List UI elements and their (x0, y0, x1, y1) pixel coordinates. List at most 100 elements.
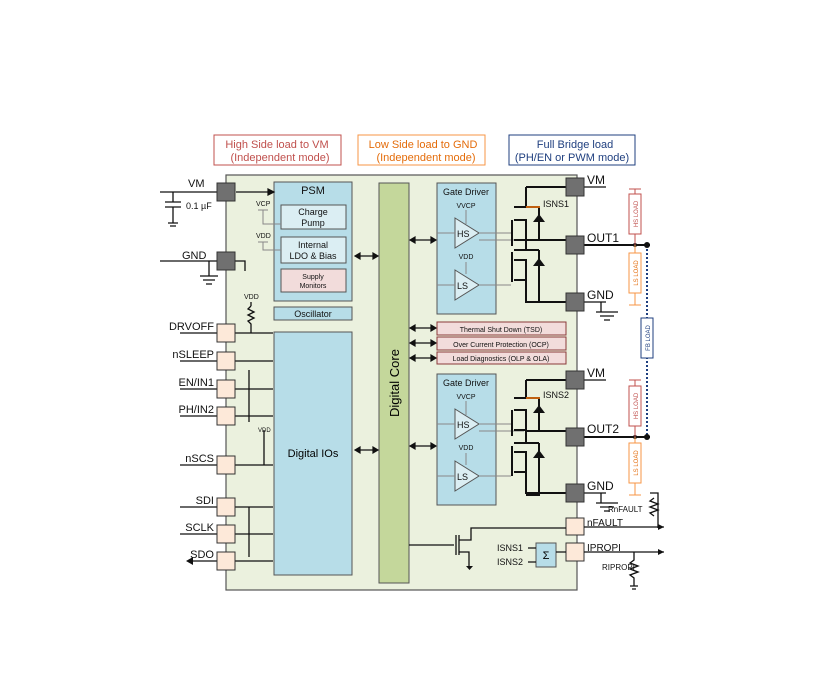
pin-label-nscs: nSCS (185, 453, 214, 465)
legend-high-side: High Side load to VM (Independent mode) (213, 134, 342, 166)
diag-label: Load Diagnostics (OLP & OLA) (453, 356, 550, 363)
psm-label: PSM (301, 185, 325, 197)
ls-load-label-1: LS LOAD (634, 260, 640, 286)
ldo-label-2: LDO & Bias (289, 251, 337, 261)
vcp-label: VCP (256, 201, 271, 208)
pin-label-drvoff: DRVOFF (169, 321, 214, 333)
pin-nscs (216, 455, 236, 475)
ocp-block (436, 336, 567, 351)
output-circuit: RnFAULT RIPROPI Σ ISNS1 ISNS2 (409, 492, 664, 590)
pin-label-ipropi: IPROPI (587, 543, 621, 554)
vvcp-label: VVCP (456, 394, 475, 401)
pin-gnd (216, 251, 236, 271)
charge-pump-label-2: Pump (301, 218, 325, 228)
pin-label-nsleep: nSLEEP (172, 349, 214, 361)
supply-label: Supply (302, 274, 324, 281)
ldo-label: Internal (298, 240, 328, 250)
vdd-label: VDD (256, 233, 271, 240)
pin-out1 (565, 235, 585, 255)
ocp-label: Over Current Protection (OCP) (453, 342, 549, 349)
digital-core-label: Digital Core (387, 349, 402, 417)
hs-load-label-1: HS LOAD (634, 200, 640, 227)
pin-label-sdo: SDO (190, 549, 214, 561)
gate-driver-label: Gate Driver (443, 187, 489, 197)
legend-hs-line2: (Independent mode) (230, 152, 329, 164)
pin-out2 (565, 427, 585, 447)
legend-ls-line2: (Independent mode) (376, 152, 475, 164)
legend-full-bridge: Full Bridge load (PH/EN or PWM mode) (508, 134, 636, 166)
cap-label: 0.1 µF (186, 201, 212, 211)
vdd-gd-label: VDD (459, 445, 474, 452)
bus-arrows (236, 188, 438, 455)
ls-label: LS (457, 472, 468, 482)
diag-block (436, 351, 567, 365)
pin-gnd-2 (565, 483, 585, 503)
hs-load-label-2: HS LOAD (634, 392, 640, 419)
oscillator-block (273, 306, 353, 321)
pin-label-vm-1: VM (587, 173, 605, 187)
pin-label-out2: OUT2 (587, 422, 619, 436)
pin-label-nfault: nFAULT (587, 518, 623, 529)
tsd-block (436, 321, 567, 336)
pin-label-vm: VM (188, 178, 205, 190)
digital-ios-block (273, 331, 353, 576)
tsd-label: Thermal Shut Down (TSD) (460, 327, 542, 334)
vvcp-label: VVCP (456, 203, 475, 210)
fb-load-label: FB LOAD (646, 325, 652, 351)
legend-ls-line1: Low Side load to GND (369, 139, 478, 151)
ls-label: LS (457, 281, 468, 291)
r-ipropi-label: RIPROPI (602, 563, 635, 572)
ls-load-label-2: LS LOAD (634, 450, 640, 476)
supply-label-2: Monitors (300, 283, 327, 290)
pin-ph-in2 (216, 406, 236, 426)
pin-nsleep (216, 351, 236, 371)
h-bridge-1: ISNS1 (511, 186, 569, 303)
isns1-sum-label: ISNS1 (497, 543, 523, 553)
charge-pump-label: Charge (298, 207, 328, 217)
legend-low-side: Low Side load to GND (Independent mode) (357, 134, 486, 166)
pin-label-out1: OUT1 (587, 231, 619, 245)
hs-label: HS (457, 420, 470, 430)
pin-label-en-in1: EN/IN1 (179, 377, 214, 389)
pin-vm-1 (565, 177, 585, 197)
ldo-block (280, 236, 347, 264)
pin-label-vm-2: VM (587, 366, 605, 380)
pin-label-ph-in2: PH/IN2 (179, 404, 214, 416)
sum-label: Σ (543, 550, 550, 562)
pin-label-sdi: SDI (196, 495, 214, 507)
oscillator-label: Oscillator (294, 309, 332, 319)
digital-ios-label: Digital IOs (288, 448, 339, 460)
supply-monitors-block (280, 268, 347, 293)
pin-ipropi (565, 542, 585, 562)
right-pins: VM OUT1 GND VM OUT2 GND nFAULT IPROPI (565, 173, 650, 562)
pulldown-vdd-label: VDD (258, 428, 271, 434)
gate-driver-1: Gate Driver VVCP HS VDD LS (436, 182, 524, 315)
left-pins: VM GND DRVOFF nSLEEP EN/IN1 PH/IN2 nSCS … (160, 178, 273, 571)
isns2-sum-label: ISNS2 (497, 557, 523, 567)
pin-nfault (565, 517, 585, 536)
legend-fb-line1: Full Bridge load (537, 139, 613, 151)
pin-label-gnd-2: GND (587, 479, 614, 493)
pin-vm (216, 182, 236, 202)
charge-pump-block (280, 204, 347, 230)
hs-label: HS (457, 229, 470, 239)
pin-sclk (216, 524, 236, 544)
legend-fb-line2: (PH/EN or PWM mode) (515, 152, 629, 164)
pin-label-gnd: GND (182, 250, 207, 262)
legend-hs-line1: High Side load to VM (225, 139, 328, 151)
sum-block (535, 542, 557, 568)
isns2-label: ISNS2 (543, 390, 569, 400)
loads: HS LOAD LS LOAD FB LOAD HS LOAD LS LOAD (628, 188, 654, 496)
pin-label-sclk: SCLK (185, 522, 214, 534)
pin-label-gnd-1: GND (587, 288, 614, 302)
pin-drvoff (216, 323, 236, 343)
pin-en-in1 (216, 379, 236, 399)
isns1-label: ISNS1 (543, 199, 569, 209)
gate-driver-label: Gate Driver (443, 378, 489, 388)
gate-driver-2: Gate Driver VVCP HS VDD LS (436, 373, 524, 506)
r-nfault-label: RnFAULT (608, 505, 643, 514)
pin-vm-2 (565, 370, 585, 390)
pin-gnd-1 (565, 292, 585, 312)
pin-sdo (216, 551, 236, 571)
